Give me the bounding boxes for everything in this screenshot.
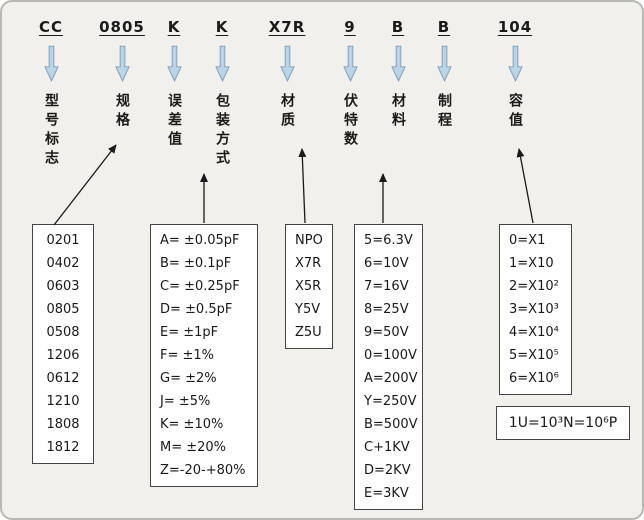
size-code-item: 0508 — [46, 325, 80, 340]
multiplier-code-item: 4=X10⁴ — [509, 325, 559, 340]
down-arrow-icon — [166, 45, 182, 82]
multiplier-box-arrow — [516, 148, 534, 224]
unit-conversion-note: 1U=10³N=10⁶P — [496, 406, 630, 440]
size-codes-box: 0201 0402 0603 0805 0508 1206 0612 1210 1808 1812 — [32, 224, 94, 464]
dielectric-box-arrow — [298, 148, 307, 224]
code-column-capacitance: 104 容值 — [475, 16, 555, 131]
code-column-tolerance: K 误差值 — [134, 16, 214, 150]
code-column-size: 0805 规格 — [82, 16, 162, 131]
code-label: 材质 — [279, 93, 295, 131]
code-column-material: B 材料 — [358, 16, 438, 131]
multiplier-code-item: 2=X10² — [509, 279, 559, 294]
size-code-item: 1206 — [46, 348, 80, 363]
down-arrow-icon — [436, 45, 452, 82]
tolerance-code-item: B= ±0.1pF — [160, 256, 232, 271]
dielectric-code-item: NPO — [295, 233, 323, 248]
tolerance-code-item: D= ±0.5pF — [160, 302, 233, 317]
tolerance-code-item: C= ±0.25pF — [160, 279, 240, 294]
code-label: 包装方式 — [214, 93, 230, 169]
code-value: K — [215, 18, 229, 36]
voltage-code-item: A=200V — [364, 371, 418, 386]
multiplier-code-item: 1=X10 — [509, 256, 554, 271]
code-label: 误差值 — [166, 93, 182, 150]
code-value: B — [391, 18, 405, 36]
down-arrow-icon — [390, 45, 406, 82]
dielectric-code-item: X5R — [295, 279, 322, 294]
size-code-item: 1808 — [46, 417, 80, 432]
code-label: 制程 — [436, 93, 452, 131]
voltage-code-item: 7=16V — [364, 279, 409, 294]
size-code-item: 0612 — [46, 371, 80, 386]
tolerance-code-item: F= ±1% — [160, 348, 215, 363]
size-code-item: 0402 — [46, 256, 80, 271]
size-code-item: 0201 — [46, 233, 80, 248]
multiplier-codes-box: 0=X1 1=X10 2=X10² 3=X10³ 4=X10⁴ 5=X10⁵ 6=X10⁶ — [499, 224, 572, 395]
code-label: 容值 — [507, 93, 523, 131]
voltage-code-item: 5=6.3V — [364, 233, 413, 248]
tolerance-codes-box: A= ±0.05pF B= ±0.1pF C= ±0.25pF D= ±0.5pF E=… — [150, 224, 258, 487]
code-value: K — [167, 18, 181, 36]
tolerance-code-item: K= ±10% — [160, 417, 224, 432]
multiplier-code-item: 6=X10⁶ — [509, 371, 559, 386]
voltage-code-item: D=2KV — [364, 463, 411, 478]
voltage-code-item: 9=50V — [364, 325, 409, 340]
code-column-voltage: 9 伏特数 — [310, 16, 390, 150]
down-arrow-icon — [279, 45, 295, 82]
code-label: 伏特数 — [342, 93, 358, 150]
code-label: 规格 — [114, 93, 130, 131]
dielectric-codes-box: NPO X7R X5R Y5V Z5U — [285, 224, 333, 349]
code-label: 型号标志 — [43, 93, 59, 169]
multiplier-code-item: 5=X10⁵ — [509, 348, 559, 363]
size-code-item: 1210 — [46, 394, 80, 409]
code-value: 9 — [344, 18, 356, 36]
code-column-model: CC 型号标志 — [11, 16, 91, 169]
code-value: X7R — [268, 18, 306, 36]
voltage-codes-box: 5=6.3V 6=10V 7=16V 8=25V 9=50V 0=100V A=200V Y=… — [354, 224, 423, 510]
down-arrow-icon — [214, 45, 230, 82]
code-column-dielectric: X7R 材质 — [247, 16, 327, 131]
size-code-item: 0603 — [46, 279, 80, 294]
code-column-process: B 制程 — [404, 16, 484, 131]
code-column-packaging: K 包装方式 — [182, 16, 262, 169]
voltage-code-item: C+1KV — [364, 440, 410, 455]
code-value: 104 — [497, 18, 533, 36]
voltage-code-item: E=3KV — [364, 486, 409, 501]
size-code-item: 0805 — [46, 302, 80, 317]
size-code-item: 1812 — [46, 440, 80, 455]
dielectric-code-item: Y5V — [295, 302, 321, 317]
voltage-code-item: 6=10V — [364, 256, 409, 271]
tolerance-code-item: A= ±0.05pF — [160, 233, 240, 248]
tolerance-code-item: Z=-20-+80% — [160, 463, 246, 478]
code-value: CC — [38, 18, 64, 36]
down-arrow-icon — [114, 45, 130, 82]
down-arrow-icon — [43, 45, 59, 82]
tolerance-code-item: J= ±5% — [160, 394, 211, 409]
multiplier-code-item: 3=X10³ — [509, 302, 559, 317]
code-label: 材料 — [390, 93, 406, 131]
down-arrow-icon — [342, 45, 358, 82]
dielectric-code-item: X7R — [295, 256, 322, 271]
voltage-code-item: 0=100V — [364, 348, 417, 363]
voltage-code-item: Y=250V — [364, 394, 417, 409]
multiplier-code-item: 0=X1 — [509, 233, 546, 248]
voltage-code-item: 8=25V — [364, 302, 409, 317]
code-value: B — [437, 18, 451, 36]
voltage-code-item: B=500V — [364, 417, 418, 432]
tolerance-code-item: G= ±2% — [160, 371, 217, 386]
dielectric-code-item: Z5U — [295, 325, 322, 340]
tolerance-code-item: E= ±1pF — [160, 325, 219, 340]
down-arrow-icon — [507, 45, 523, 82]
tolerance-code-item: M= ±20% — [160, 440, 227, 455]
code-value: 0805 — [99, 18, 145, 36]
